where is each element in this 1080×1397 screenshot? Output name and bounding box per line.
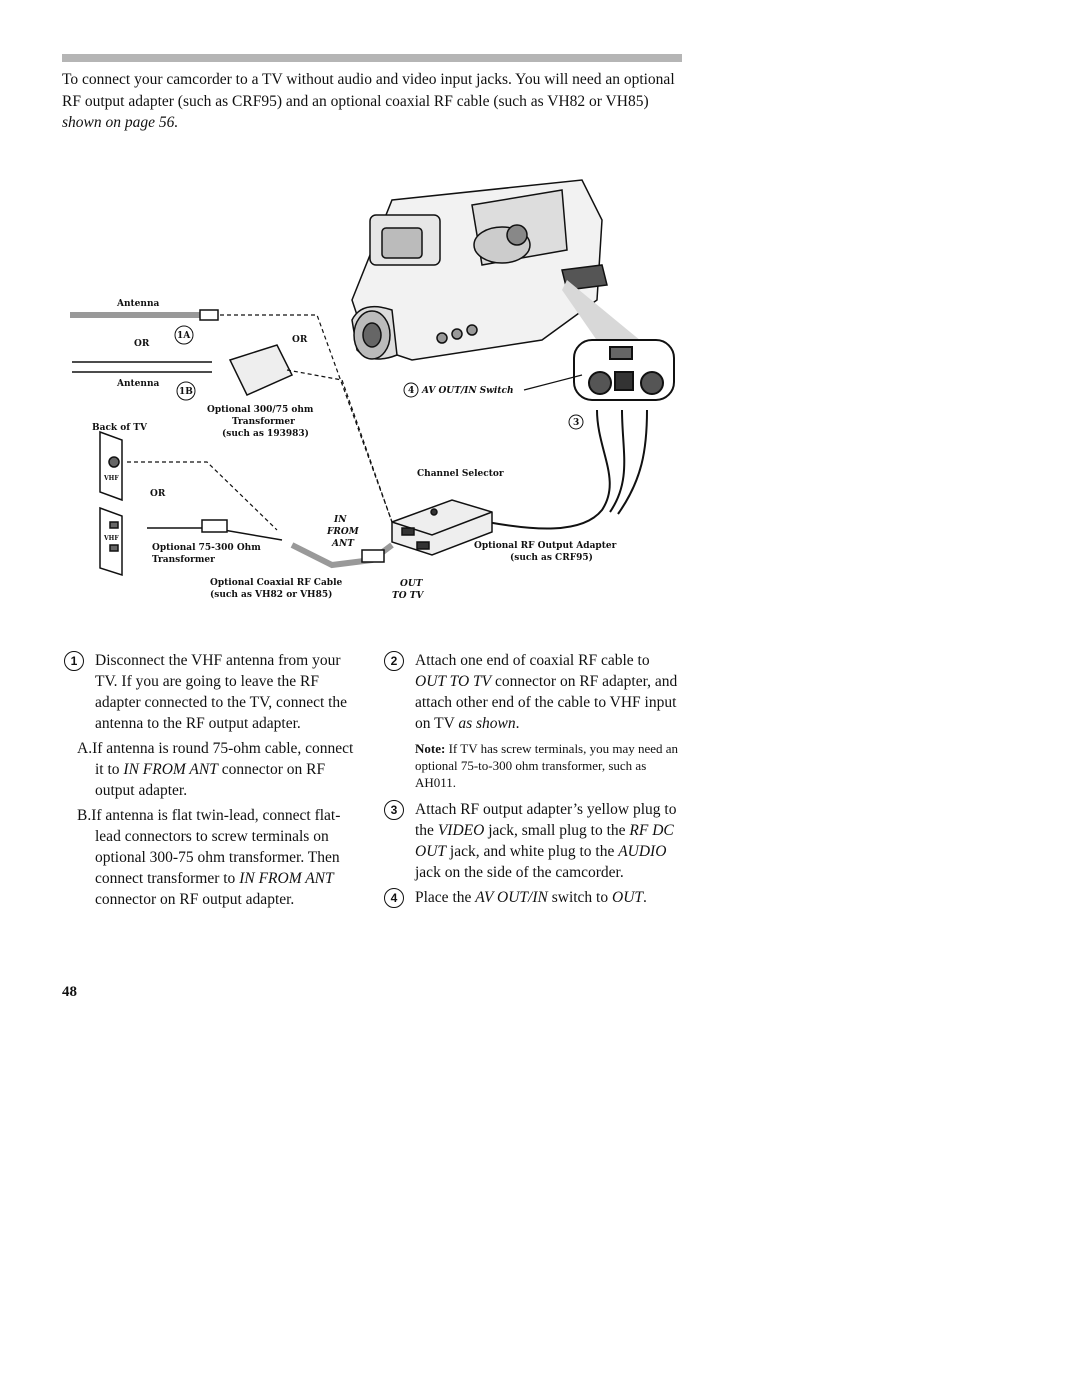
label-from: FROM <box>326 527 360 537</box>
label-ant: ANT <box>331 539 355 549</box>
label-antenna-top: Antenna <box>116 299 159 309</box>
camcorder-illustration <box>351 179 608 361</box>
intro-paragraph: To connect your camcorder to a TV withou… <box>62 69 682 134</box>
step-2-text: Attach one end of coaxial RF cable to <box>415 652 650 669</box>
badge-1b <box>176 381 196 401</box>
label-vhf-1: VHF <box>103 475 119 482</box>
step-3-video: VIDEO <box>437 822 485 839</box>
av-switch-leader <box>523 374 583 391</box>
coaxial-cable <box>147 519 394 569</box>
label-antenna-bottom: Antenna <box>116 379 159 389</box>
connection-illustration: Antenna OR 1A OR Antenna 1B Optional 300… <box>70 179 675 601</box>
step-2-as-shown: as shown <box>458 715 516 732</box>
step-1: 1 Disconnect the VHF antenna from your T… <box>62 650 362 734</box>
label-rf-adapter: Optional RF Output Adapter <box>474 541 617 551</box>
step-3-rf-dc-out: RF DC OUT <box>415 822 674 860</box>
intro-text: To connect your camcorder to a TV withou… <box>62 71 675 110</box>
step-2-text3: . <box>515 715 520 732</box>
label-rf-adapter-2: (such as CRF95) <box>510 552 593 563</box>
label-back-of-tv: Back of TV <box>92 423 148 433</box>
step-1a-text: If antenna is round 75-ohm cable, connec… <box>92 740 354 778</box>
step-1b-text: If antenna is flat twin-lead, connect fl… <box>91 807 341 887</box>
connection-diagram: Antenna OR 1A OR Antenna 1B Optional 300… <box>62 150 682 610</box>
label-av-switch: AV OUT/IN Switch <box>421 386 514 396</box>
step-1b-connector: IN FROM ANT <box>239 870 334 887</box>
step-4-number: 4 <box>384 888 404 908</box>
adapter-cables <box>486 409 648 530</box>
label-1a: 1A <box>177 331 191 341</box>
step-1-text: Disconnect the VHF antenna from your TV.… <box>95 652 348 732</box>
step-3-text3: jack, and white plug to the <box>446 843 619 860</box>
label-channel-selector: Channel Selector <box>417 469 504 479</box>
step-4: 4 Place the AV OUT/IN switch to OUT. <box>382 887 682 908</box>
label-step3: 3 <box>573 418 579 428</box>
label-or-3: OR <box>150 489 166 499</box>
left-column: 1 Disconnect the VHF antenna from your T… <box>62 650 362 910</box>
step-1a-prefix: A. <box>77 740 93 757</box>
connection-paths <box>127 314 393 531</box>
badge-1a <box>174 325 194 345</box>
step-3-number: 3 <box>384 800 404 820</box>
step-3-text: Attach RF output adapter’s yellow plug t… <box>415 801 677 839</box>
label-transformer-75: Optional 75-300 Ohm <box>152 543 261 553</box>
label-transformer-300: Optional 300/75 ohm <box>207 405 314 415</box>
note-label: Note: <box>415 741 446 756</box>
note-text: If TV has screw terminals, you may need … <box>415 741 679 790</box>
step-3: 3 Attach RF output adapter’s yellow plug… <box>382 799 682 883</box>
step-2-text2: connector on RF adapter, and attach othe… <box>415 673 678 732</box>
step-4-switch: AV OUT/IN <box>475 889 548 906</box>
right-column: 2 Attach one end of coaxial RF cable to … <box>382 650 682 910</box>
label-vhf-2: VHF <box>103 535 119 542</box>
step-1a-connector: IN FROM ANT <box>123 761 218 778</box>
step-1a-text2: connector on RF output adapter. <box>95 761 326 799</box>
step-1-number: 1 <box>64 651 84 671</box>
step-4-text: Place the <box>415 889 476 906</box>
label-or-2: OR <box>292 335 308 345</box>
label-transformer-300-3: (such as 193983) <box>222 428 309 439</box>
label-step4: 4 <box>408 386 414 396</box>
label-out: OUT <box>400 579 424 589</box>
intro-reference: shown on page 56. <box>62 114 179 131</box>
step-4-text2: switch to <box>547 889 612 906</box>
label-coax-cable-2: (such as VH82 or VH85) <box>210 589 332 600</box>
step-2-connector: OUT TO TV <box>415 673 492 690</box>
header-rule <box>62 54 682 62</box>
jack-panel <box>573 339 675 401</box>
label-in: IN <box>333 515 347 525</box>
badge-3 <box>568 414 584 430</box>
step-3-audio: AUDIO <box>618 843 667 860</box>
step-3-text2: jack, small plug to the <box>484 822 630 839</box>
callout-beam <box>562 280 652 355</box>
antenna-cables <box>70 309 294 396</box>
step-1b-text2: connector on RF output adapter. <box>95 891 295 908</box>
step-1b-prefix: B. <box>77 807 92 824</box>
tv-back-panel <box>99 430 123 577</box>
step-4-text3: . <box>643 889 647 906</box>
page-number: 48 <box>62 984 77 1000</box>
label-transformer-75-2: Transformer <box>152 555 215 565</box>
step-1b: B.If antenna is flat twin-lead, connect … <box>62 805 362 910</box>
note: Note: If TV has screw terminals, you may… <box>382 740 682 791</box>
label-transformer-300-2: Transformer <box>232 417 295 427</box>
label-coax-cable: Optional Coaxial RF Cable <box>210 578 343 588</box>
step-2: 2 Attach one end of coaxial RF cable to … <box>382 650 682 734</box>
label-to-tv: TO TV <box>392 591 424 601</box>
step-1a: A.If antenna is round 75-ohm cable, conn… <box>62 738 362 801</box>
badge-4 <box>403 382 419 398</box>
rf-output-adapter <box>391 499 493 556</box>
step-4-out: OUT <box>612 889 644 906</box>
step-2-number: 2 <box>384 651 404 671</box>
label-or-1: OR <box>134 339 150 349</box>
label-1b: 1B <box>179 387 193 397</box>
step-3-text4: jack on the side of the camcorder. <box>415 864 624 881</box>
